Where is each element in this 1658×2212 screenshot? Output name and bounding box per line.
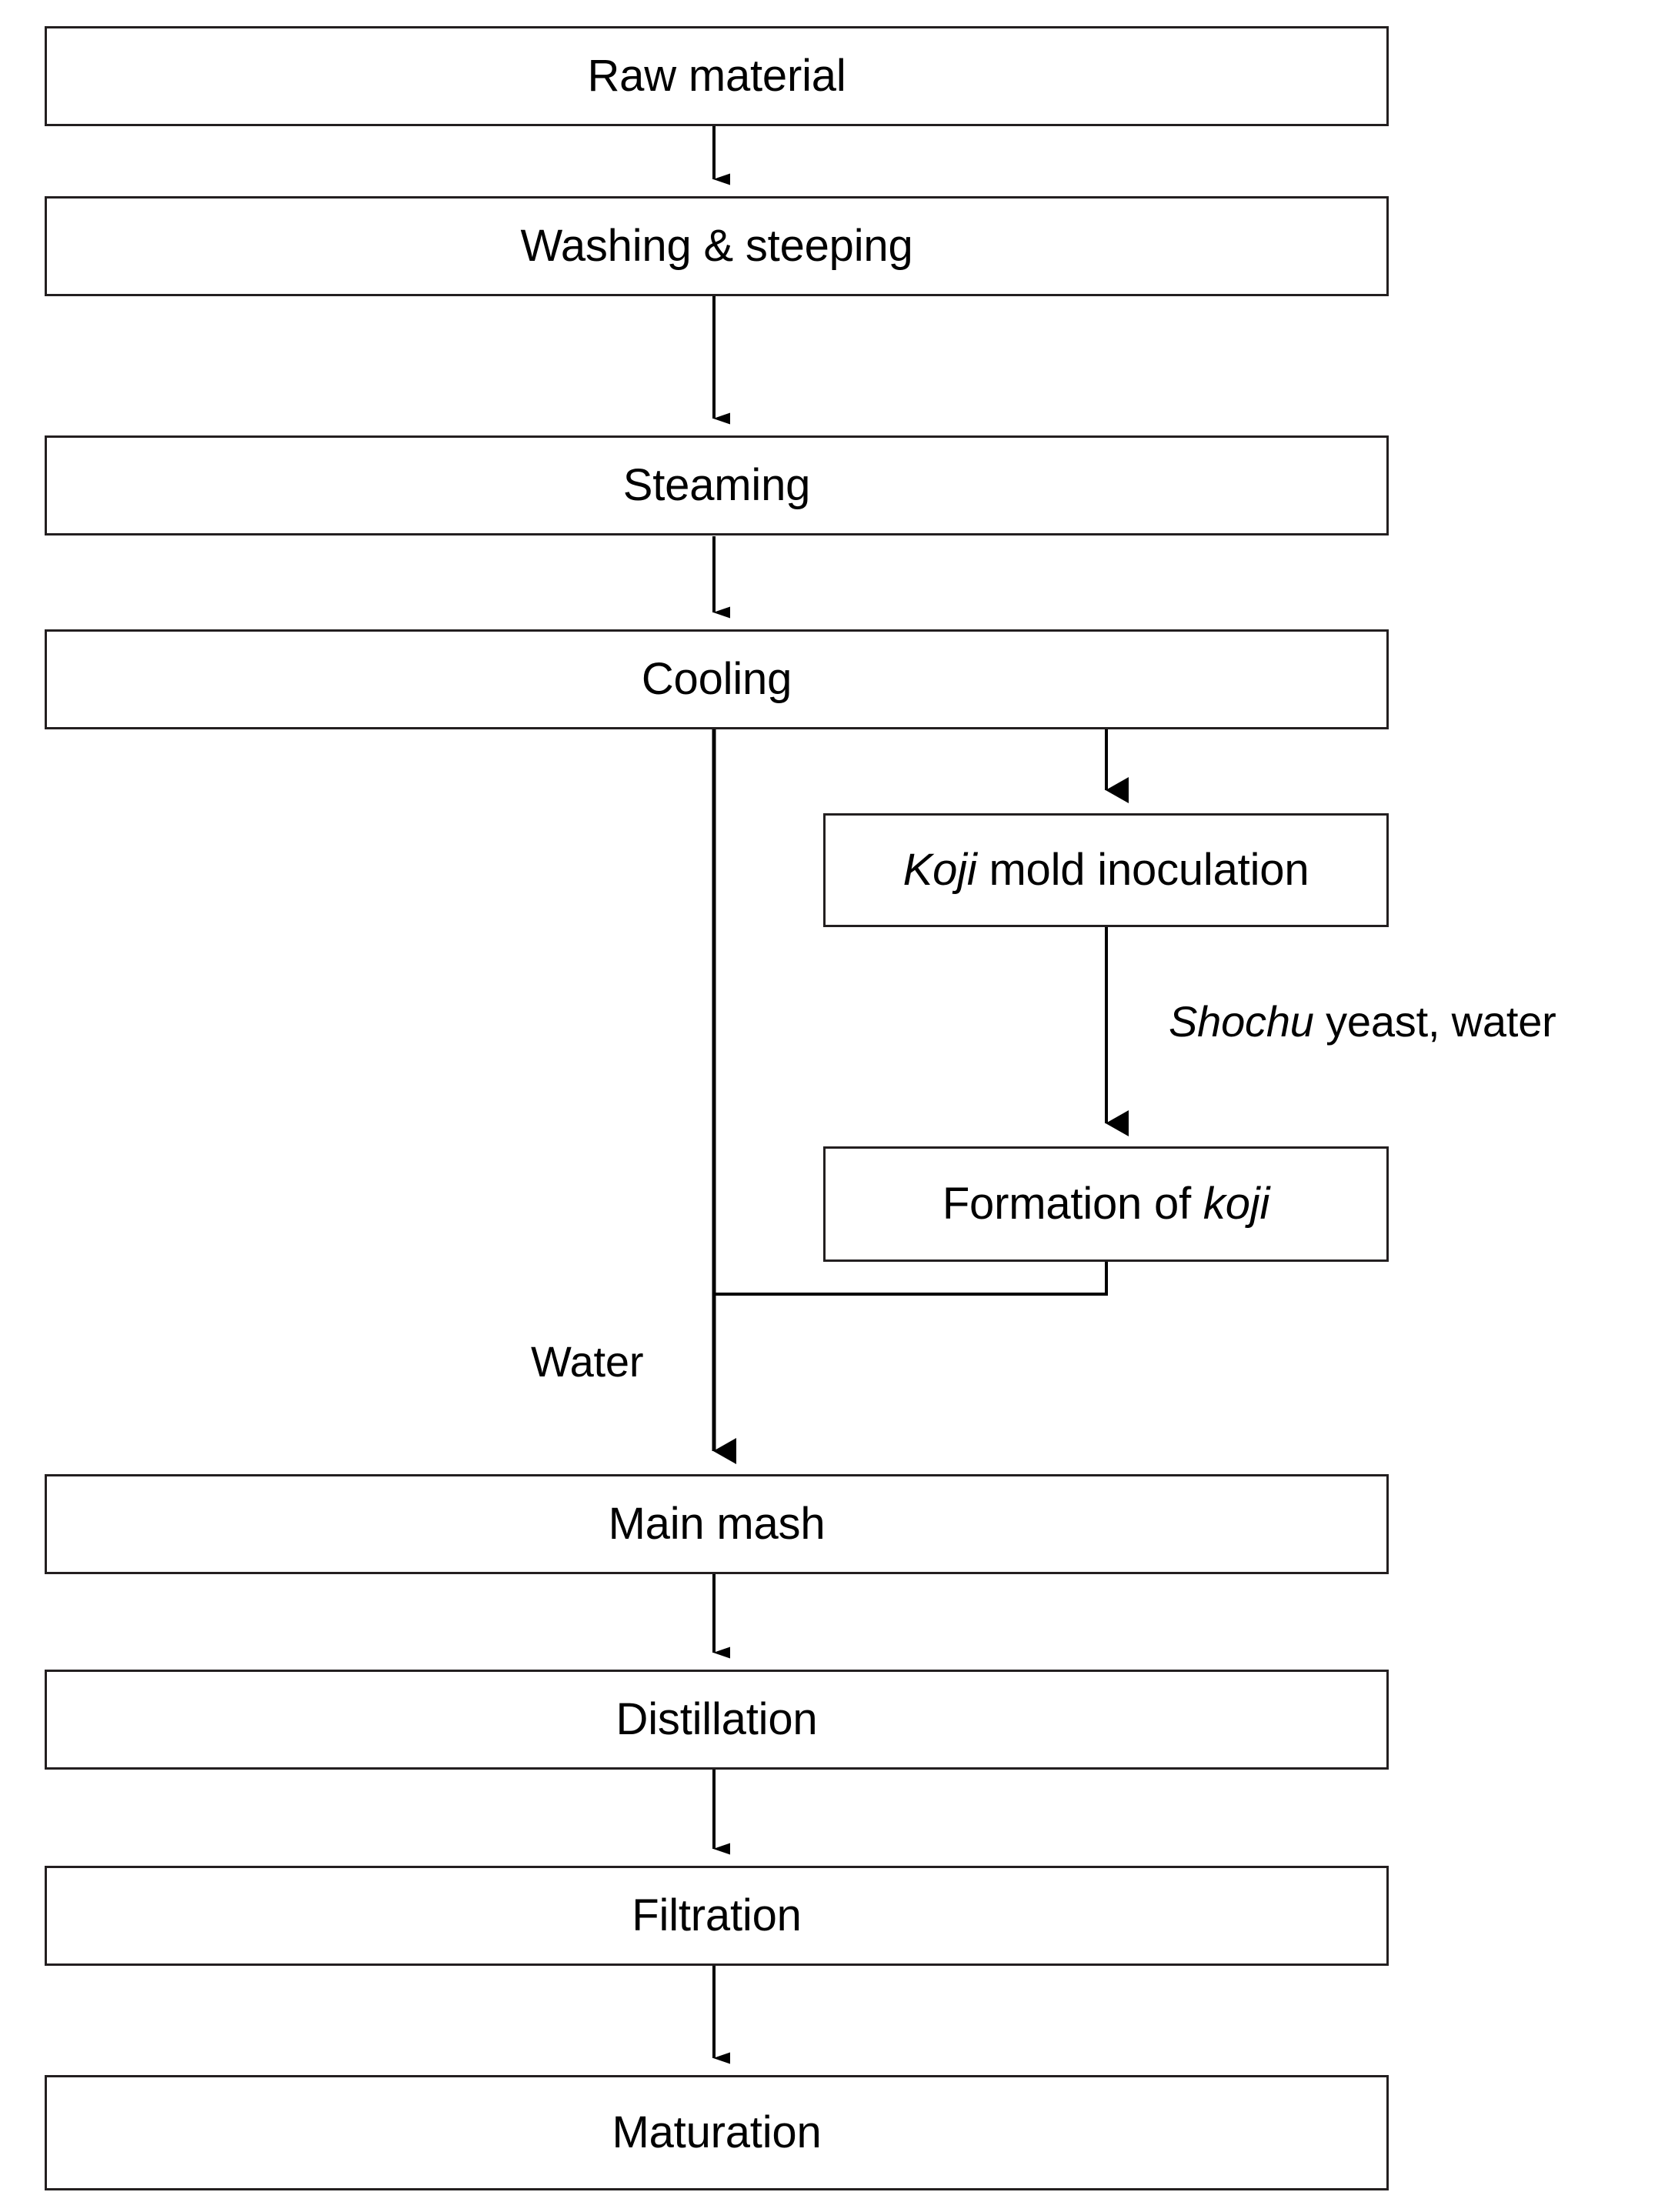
node-maturation[interactable]: Maturation [45, 2075, 1389, 2190]
node-koji-mold-inoculation-label: Koji mold inoculation [902, 844, 1309, 895]
edge-label-shochu-yeast-water: Shochu yeast, water [1169, 997, 1556, 1046]
node-distillation-label: Distillation [615, 1693, 818, 1744]
node-cooling[interactable]: Cooling [45, 629, 1389, 729]
node-koji-mold-inoculation[interactable]: Koji mold inoculation [823, 813, 1389, 927]
node-steaming[interactable]: Steaming [45, 435, 1389, 535]
node-formation-of-koji[interactable]: Formation of koji [823, 1146, 1389, 1262]
node-main-mash[interactable]: Main mash [45, 1474, 1389, 1574]
node-raw-material-label: Raw material [587, 50, 846, 101]
node-washing-steeping-label: Washing & steeping [520, 220, 913, 271]
edge-formation-elbow-to-main-column [716, 1262, 1108, 1296]
node-cooling-label: Cooling [641, 653, 792, 704]
node-main-mash-label: Main mash [608, 1498, 826, 1549]
node-washing-steeping[interactable]: Washing & steeping [45, 196, 1389, 296]
node-maturation-label: Maturation [612, 2107, 822, 2157]
node-filtration[interactable]: Filtration [45, 1866, 1389, 1966]
node-raw-material[interactable]: Raw material [45, 26, 1389, 126]
node-filtration-label: Filtration [632, 1890, 802, 1940]
edge-label-water: Water [531, 1337, 644, 1386]
node-distillation[interactable]: Distillation [45, 1670, 1389, 1770]
node-formation-of-koji-label: Formation of koji [942, 1178, 1270, 1229]
node-steaming-label: Steaming [622, 459, 811, 510]
